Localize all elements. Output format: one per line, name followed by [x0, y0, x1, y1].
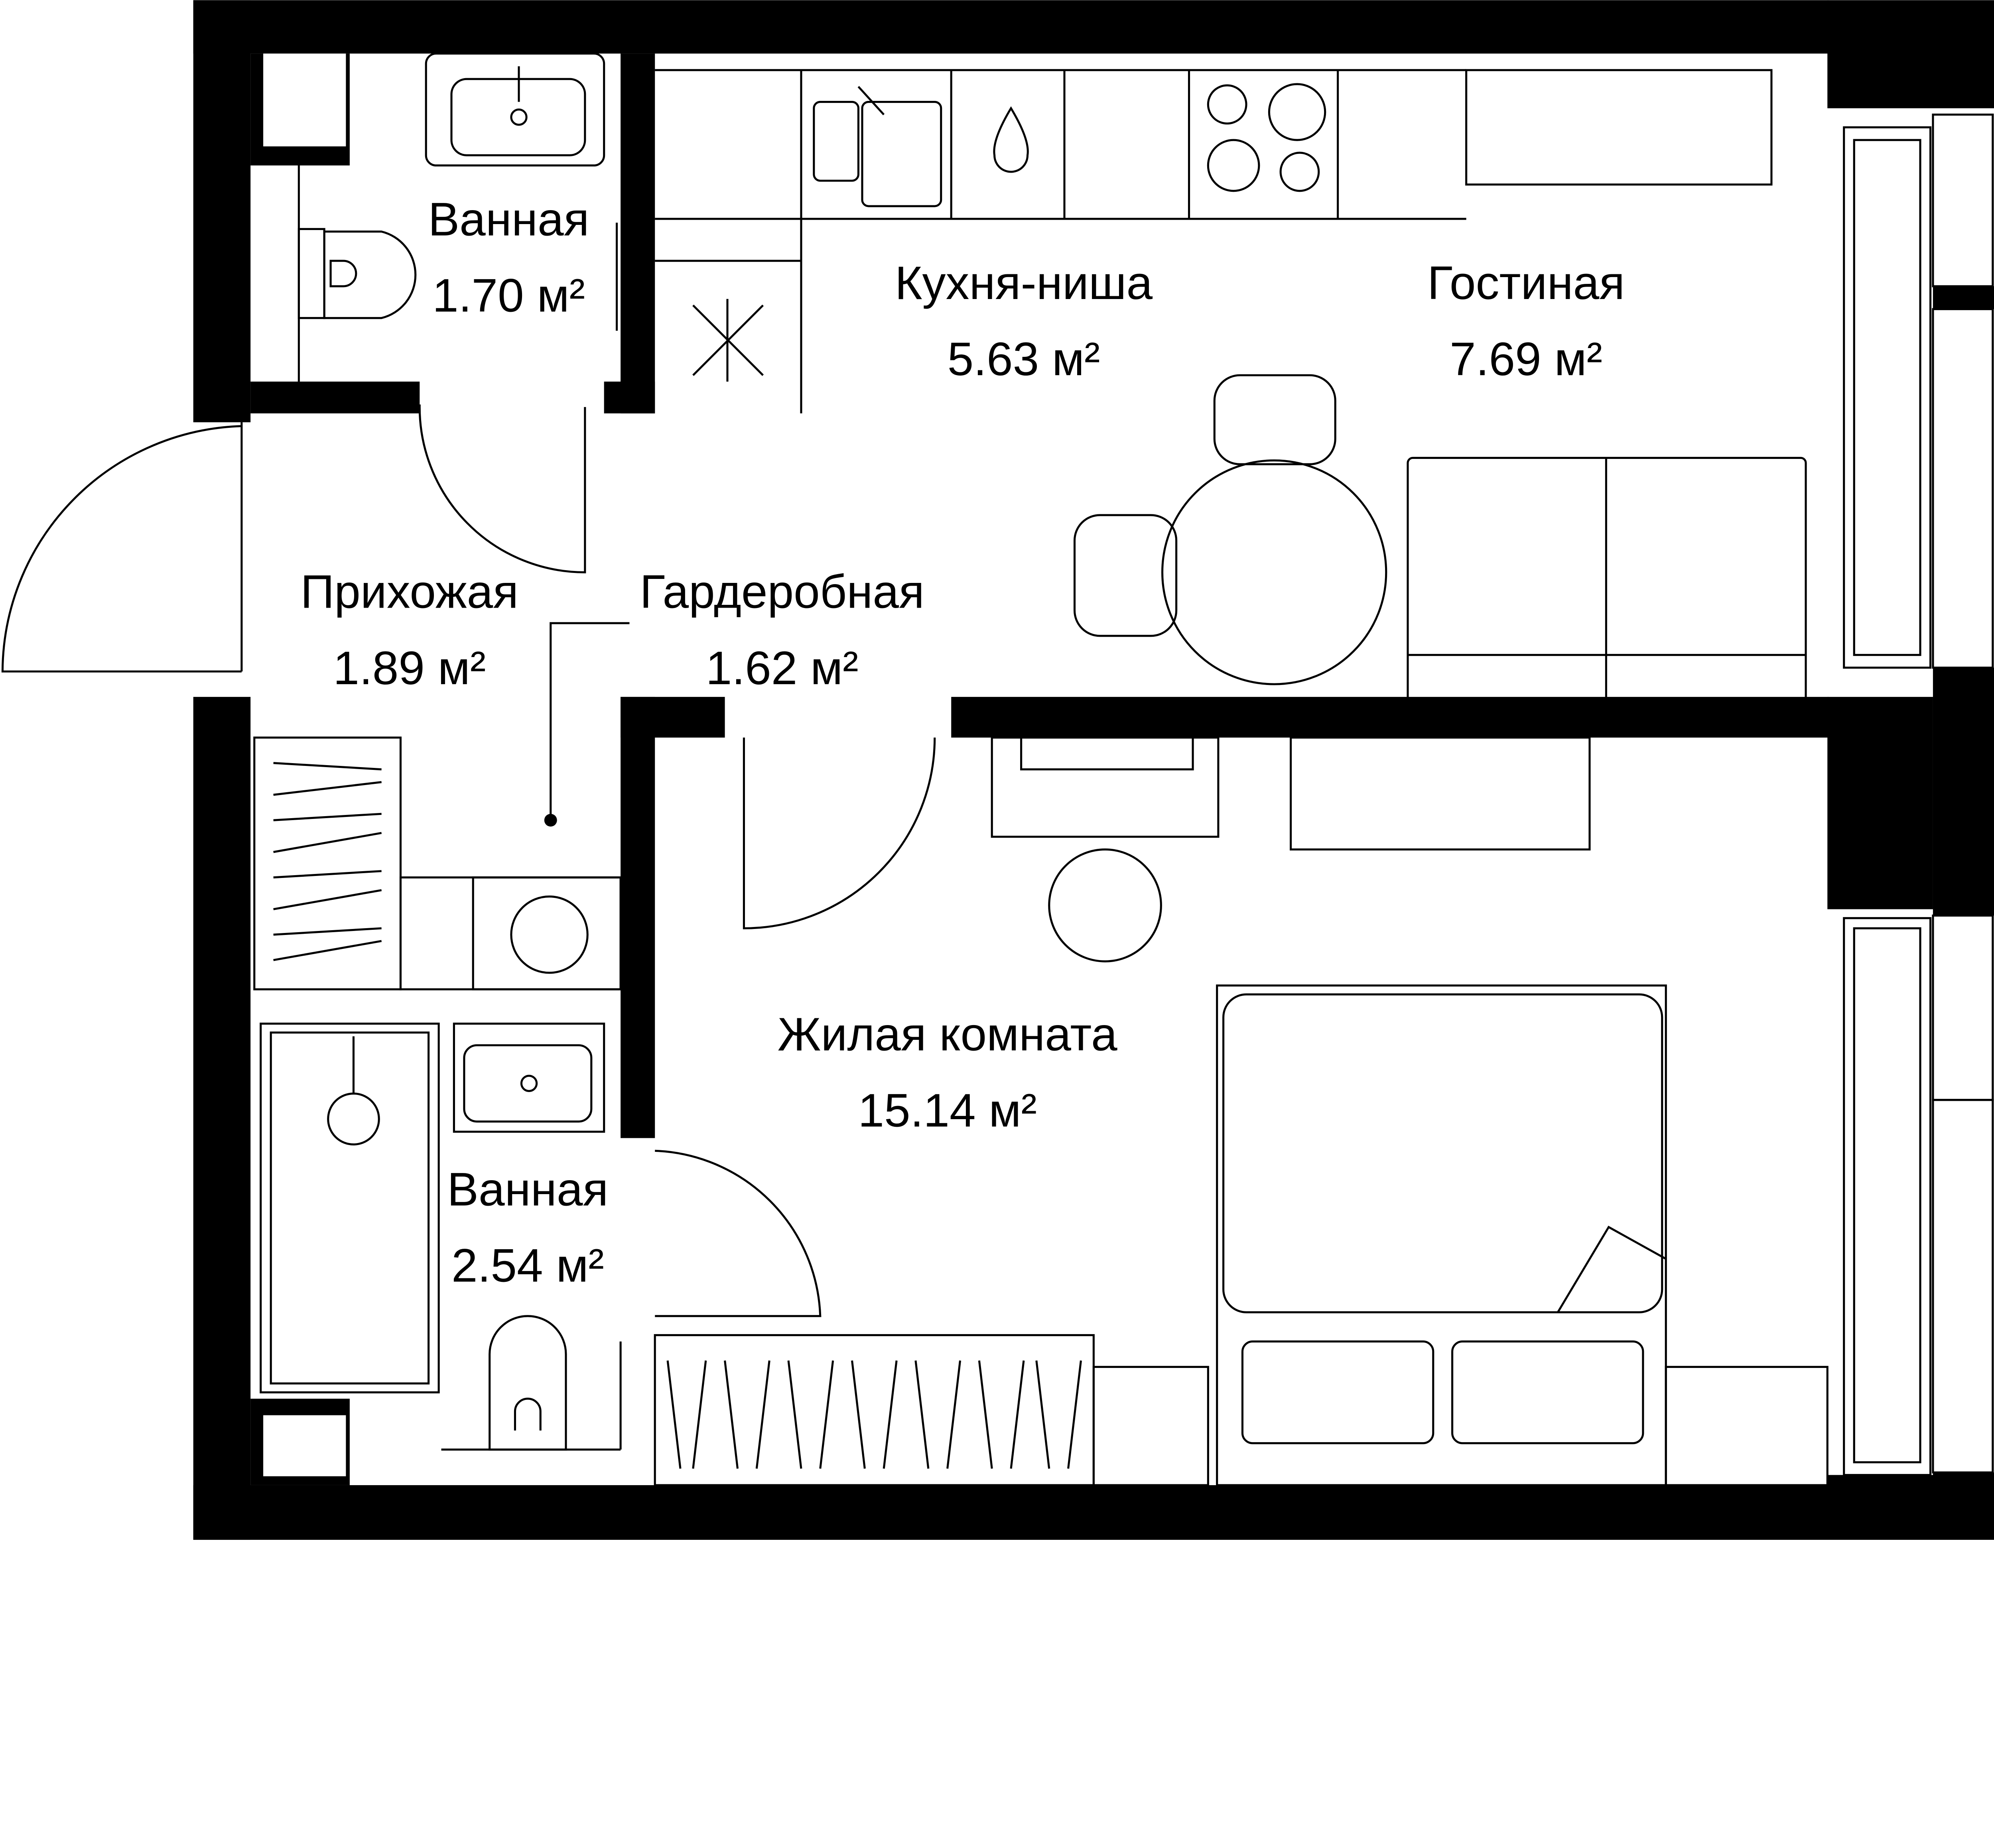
room-name: Прихожая [300, 566, 518, 618]
shaft-bottom [263, 1415, 346, 1476]
room-bath1: Ванная 1.70 м² [428, 193, 589, 322]
room-name: Жилая комната [778, 1008, 1117, 1061]
washing-machine-icon [472, 876, 622, 990]
room-bath2: Ванная 2.54 м² [447, 1163, 608, 1292]
door-icon [1, 222, 936, 1450]
room-area: 15.14 м² [858, 1084, 1036, 1137]
bathtub-icon [260, 1022, 440, 1393]
room-area: 1.62 м² [706, 642, 859, 695]
room-area: 5.63 м² [948, 333, 1100, 386]
kitchen-sink-icon [813, 86, 1029, 207]
sink-icon [425, 52, 605, 167]
room-wardrobe: Гардеробная 1.62 м² [640, 566, 924, 695]
wardrobe-icon [253, 736, 622, 990]
room-hall: Прихожая 1.89 м² [300, 566, 518, 695]
sofa-icon [1407, 457, 1807, 707]
room-bedroom: Жилая комната 15.14 м² [778, 1008, 1117, 1137]
walls [193, 0, 1994, 1540]
stove-icon [1207, 83, 1326, 192]
room-name: Ванная [447, 1163, 608, 1216]
room-kitchen: Кухня-ниша 5.63 м² [895, 257, 1153, 386]
toilet-icon [441, 1315, 621, 1451]
room-area: 2.54 м² [451, 1240, 604, 1292]
toilet-icon [298, 228, 417, 319]
bed-icon [1216, 984, 1667, 1486]
wardrobe-icon [654, 1334, 1828, 1486]
room-name: Ванная [428, 193, 589, 246]
sink-icon [453, 1022, 605, 1133]
room-name: Кухня-ниша [895, 257, 1153, 309]
kitchen-counter [655, 69, 1773, 413]
room-area: 7.69 м² [1450, 333, 1602, 386]
fridge-icon [692, 299, 764, 382]
floor-plan: Ванная 1.70 м² Кухня-ниша 5.63 м² Гостин… [1, 0, 1994, 1540]
desk-icon [991, 736, 1591, 962]
window-icon [1843, 113, 1994, 1476]
room-area: 1.70 м² [432, 270, 585, 322]
room-name: Гардеробная [640, 566, 924, 618]
room-living: Гостиная 7.69 м² [1427, 257, 1625, 386]
shaft-top [263, 53, 346, 147]
leader-line [544, 622, 630, 827]
dining-table-icon [1073, 374, 1387, 685]
room-name: Гостиная [1427, 257, 1625, 309]
room-area: 1.89 м² [333, 642, 486, 695]
